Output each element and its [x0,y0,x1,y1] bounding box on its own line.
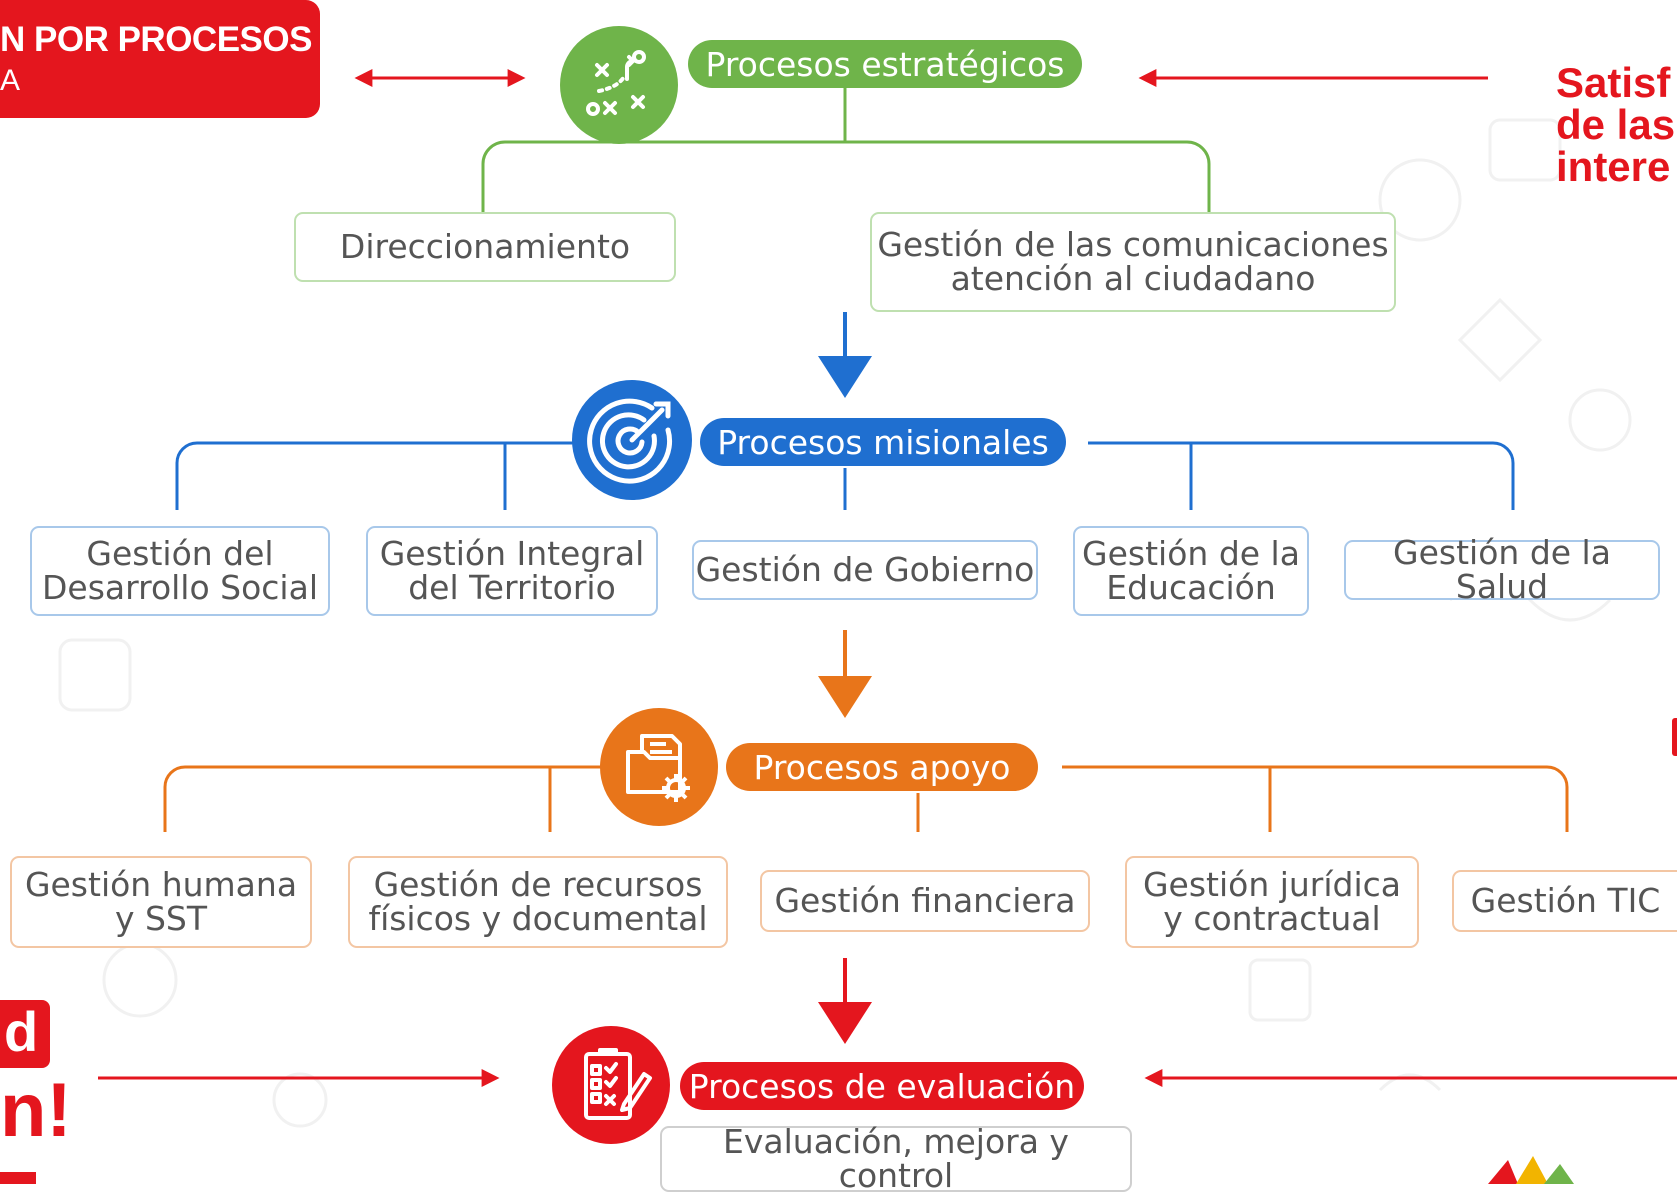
red-down-arrow [818,958,872,1044]
checklist-icon [552,1026,670,1144]
process-financiera: Gestión financiera [760,870,1090,932]
process-evaluacion-mejora: Evaluación, mejora y control [660,1125,1132,1193]
target-icon [572,380,692,500]
header-subtitle: A [0,64,21,97]
apoyo-tree [163,765,1569,832]
header-box: N POR PROCESOS A [0,0,320,118]
process-tic: Gestión TIC [1452,870,1677,932]
process-desarrollo-social: Gestión del Desarrollo Social [30,526,330,616]
left-bottom-text-1: d [4,1000,39,1063]
left-bottom-block: d [0,1000,50,1068]
blue-down-arrow [818,312,872,398]
process-juridica: Gestión jurídica y contractual [1125,856,1419,948]
left-bottom-text-2: n! [0,1068,72,1153]
strategy-play-icon [560,26,678,144]
apoyo-label: Procesos apoyo [726,743,1038,791]
process-educacion: Gestión de la Educación [1073,526,1309,616]
process-integral-territorio: Gestión Integral del Territorio [366,526,658,616]
estrategicos-tree [481,86,1211,212]
process-gestion-humana: Gestión humana y SST [10,856,312,948]
logo-fragment [1488,1156,1574,1184]
estrategicos-label: Procesos estratégicos [688,40,1082,88]
left-bottom-bar [0,1172,36,1184]
stakeholder-satisfaction-text: Satisf de las intere [1556,59,1676,190]
process-recursos-fisicos: Gestión de recursos físicos y documental [348,856,728,948]
misionales-tree [175,441,1515,510]
process-gobierno: Gestión de Gobierno [692,540,1038,600]
header-title: N POR PROCESOS [0,20,312,59]
right-edge-mark [1672,718,1677,756]
process-salud: Gestión de la Salud [1344,536,1660,604]
process-direccionamiento: Direccionamiento [294,212,676,282]
process-comunicaciones: Gestión de las comunicaciones atención a… [870,212,1396,312]
evaluacion-label: Procesos de evaluación [680,1062,1084,1110]
orange-down-arrow [818,630,872,718]
folder-gear-icon [600,708,718,826]
misionales-label: Procesos misionales [700,418,1066,466]
